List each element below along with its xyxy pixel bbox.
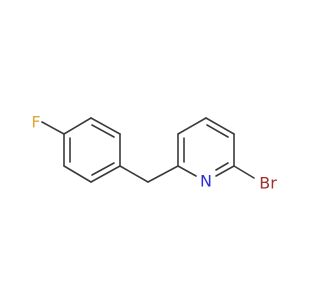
ring-bond: [90, 117, 121, 135]
molecule-structure-canvas: F N Br: [31, 113, 277, 193]
ring-bond: [63, 165, 92, 183]
ring-double-bond: [91, 124, 115, 138]
nitrogen-atom-label: N: [200, 172, 212, 191]
ring-bond: [63, 117, 92, 135]
ring-bond: [205, 117, 235, 135]
ring-double-bond: [91, 162, 115, 176]
ring-bond: [215, 165, 235, 177]
methylene-bond: [147, 165, 179, 183]
ring-bond: [177, 165, 197, 177]
ring-bond: [177, 117, 207, 135]
methylene-bond: [119, 165, 149, 183]
fluorophenyl-ring: [63, 117, 121, 183]
carbon-fluorine-bond: [41, 121, 65, 135]
bromine-atom-label: Br: [259, 174, 277, 193]
ring-bond: [90, 165, 121, 183]
fluorine-atom-label: F: [31, 113, 40, 132]
ring-double-bond: [215, 162, 229, 171]
carbon-bromine-bond: [233, 165, 255, 179]
pyridine-ring: [177, 117, 235, 177]
ring-double-bond: [206, 124, 229, 138]
